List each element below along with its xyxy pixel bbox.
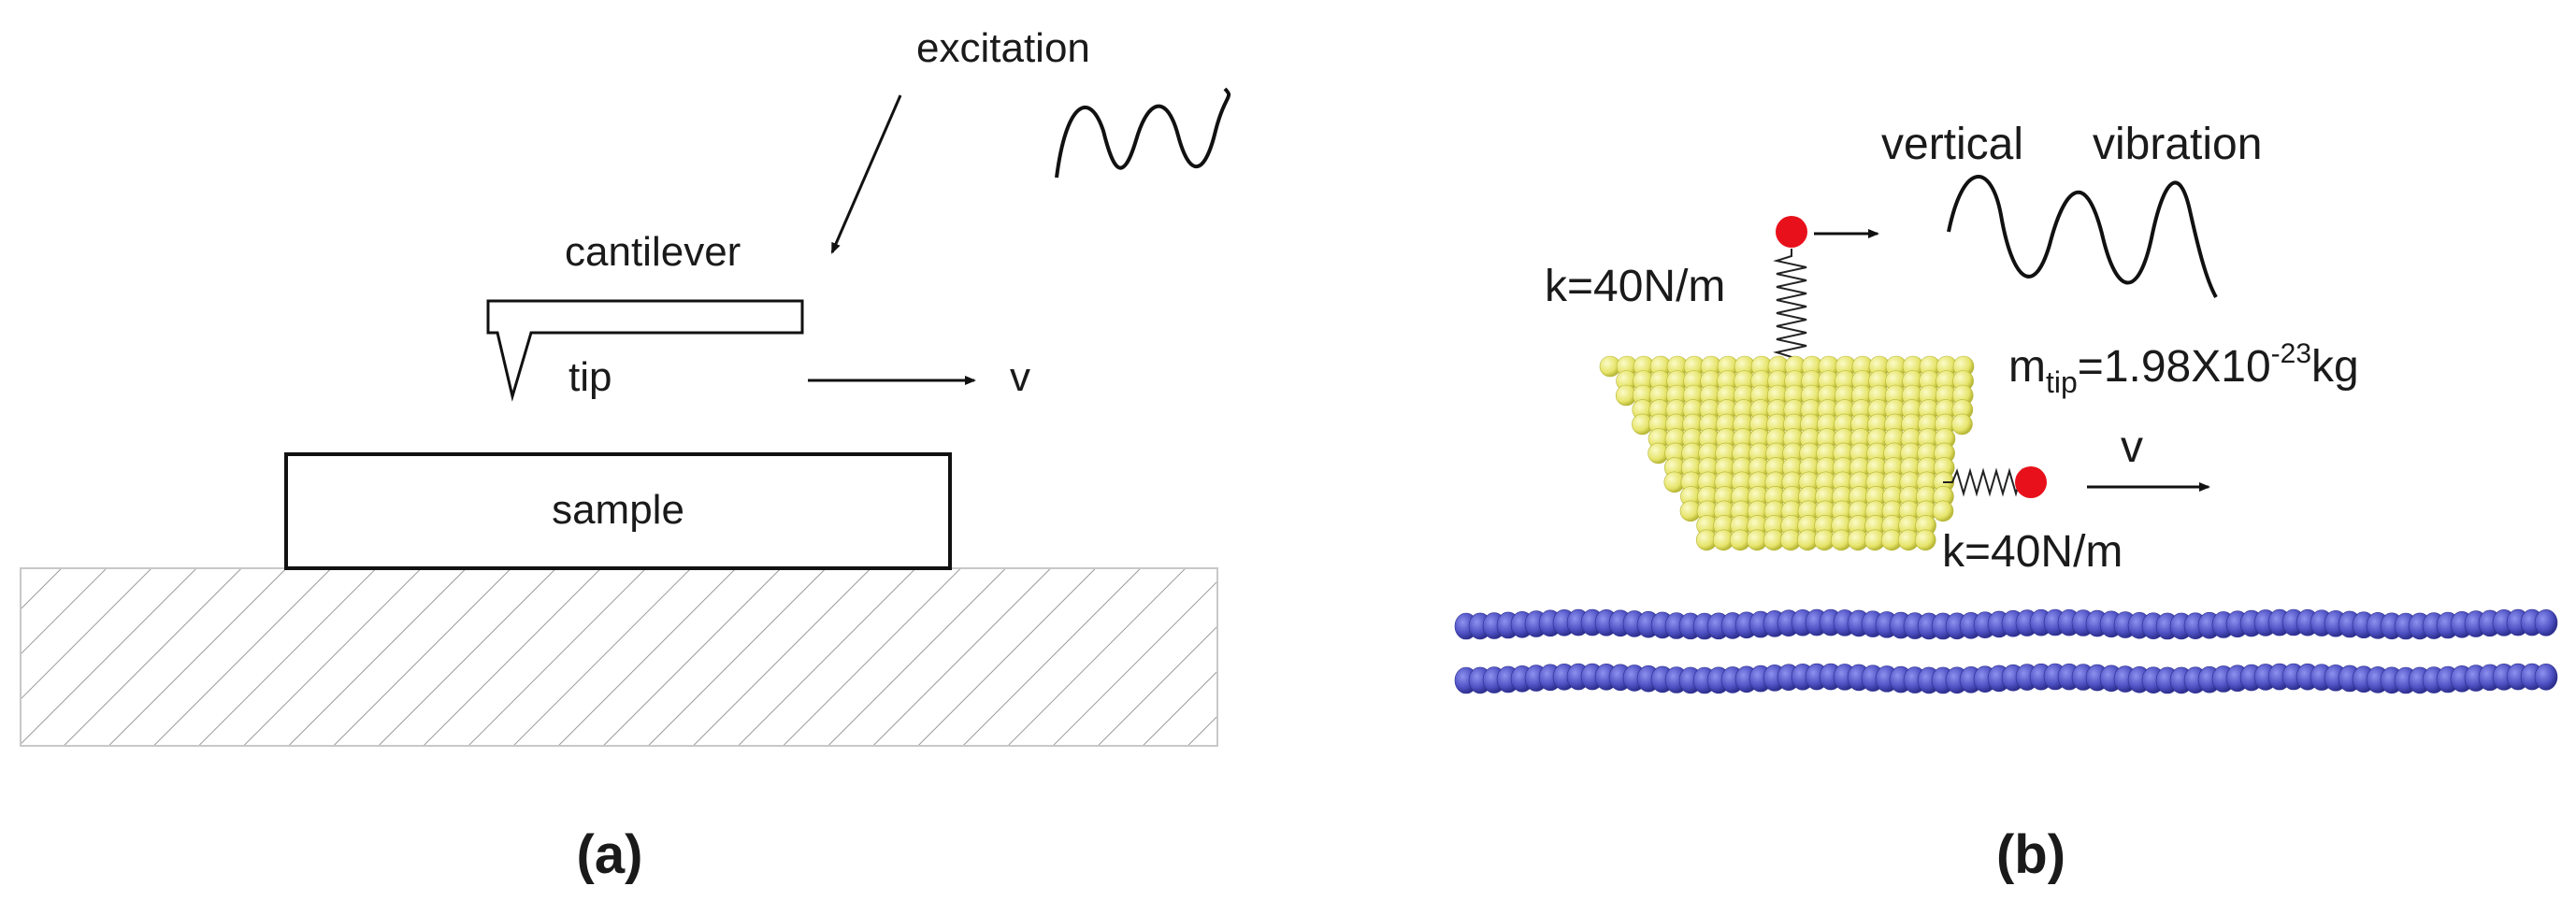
velocity-label-b: v [2121,422,2143,472]
cantilever-with-tip [486,299,804,402]
side-anchor-dot [2015,466,2047,498]
tip-mass-label: mtip=1.98X10-23kg [2008,338,2359,399]
cantilever-label: cantilever [565,229,741,275]
tip-atom [1951,413,1973,436]
substrate-atom-layers [1454,608,2558,694]
panel-a: sample cantilever tip excitation v (a) [20,25,1231,885]
vertical-vibration-wave [1947,175,2218,298]
panel-b: vertical vibration k=40N/m mtip=1.98X10-… [1454,120,2558,885]
tip-mass-unit: kg [2311,342,2359,392]
spring-top-label: k=40N/m [1545,262,1725,311]
spring-side-label: k=40N/m [1942,527,2123,577]
vibration-label-vertical: vertical [1881,120,2023,169]
sample-label: sample [552,487,684,533]
tip-mass-m: m [2008,342,2046,392]
excitation-wave [1055,87,1231,179]
excitation-label: excitation [916,25,1090,71]
tip-atom [1932,500,1954,522]
tip-mass-exponent: -23 [2271,338,2311,369]
substrate-hatched [20,567,1218,747]
caption-b: (b) [1996,824,2065,885]
tip-label: tip [568,354,612,400]
tip-mass-value: =1.98X10 [2078,342,2271,392]
tip-atom [1914,529,1936,551]
substrate-atom [2534,663,2558,691]
caption-a: (a) [577,824,643,885]
velocity-label-a: v [1010,354,1030,400]
tip-atom-cluster [1599,355,1975,551]
vibration-label-vibration: vibration [2093,120,2262,169]
sample-block [284,452,952,570]
top-spring [1773,249,1807,370]
substrate-atom [2534,608,2558,636]
excitation-arrow [830,94,902,254]
top-anchor-dot [1776,216,1807,248]
tip-mass-sub: tip [2046,365,2078,399]
